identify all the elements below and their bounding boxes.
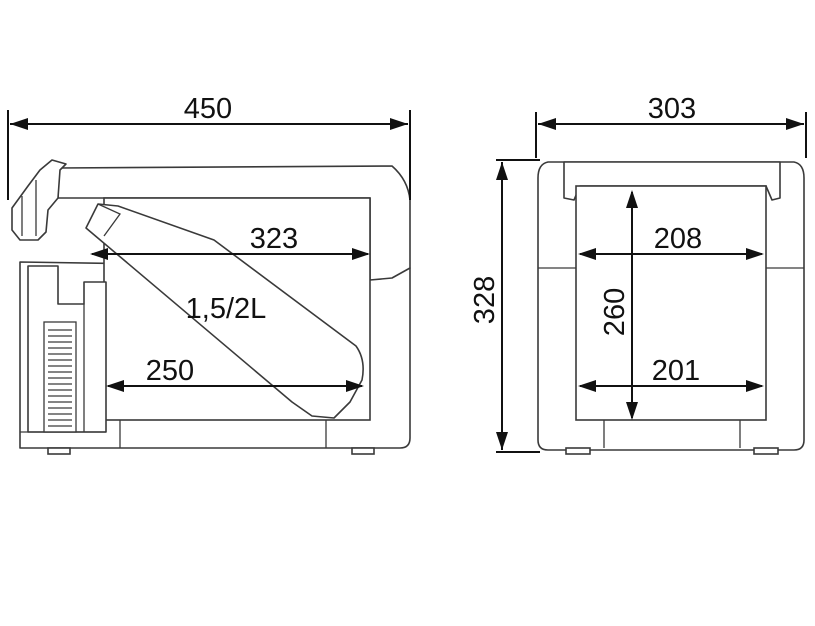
dim-side-width [7, 110, 411, 200]
side-foot-left [47, 447, 71, 455]
bottle-outline [85, 203, 364, 419]
label-inner-height: 260 [599, 288, 631, 336]
bottle-label: 1,5/2L [186, 293, 267, 325]
label-inner-upper-length: 323 [250, 223, 298, 255]
dim-inner-lower-length [106, 380, 364, 392]
label-height: 328 [469, 276, 501, 324]
vent-grille [43, 321, 77, 433]
label-inner-lower-width: 201 [652, 355, 700, 387]
dim-inner-height [626, 190, 638, 420]
dim-inner-upper-width [578, 248, 764, 260]
dim-inner-upper-length [90, 248, 370, 260]
front-inner-compartment [575, 185, 767, 421]
dim-height [496, 159, 540, 453]
front-view [537, 161, 805, 455]
front-foot-right [753, 447, 779, 455]
side-handle [11, 159, 67, 241]
front-foot-left [565, 447, 591, 455]
dim-front-width [535, 112, 807, 158]
side-foot-right [351, 447, 375, 455]
label-side-width: 450 [184, 93, 232, 125]
label-front-width: 303 [648, 93, 696, 125]
side-view [11, 159, 411, 455]
label-inner-upper-width: 208 [654, 223, 702, 255]
dim-inner-lower-width [578, 380, 764, 392]
label-inner-lower-length: 250 [146, 355, 194, 387]
